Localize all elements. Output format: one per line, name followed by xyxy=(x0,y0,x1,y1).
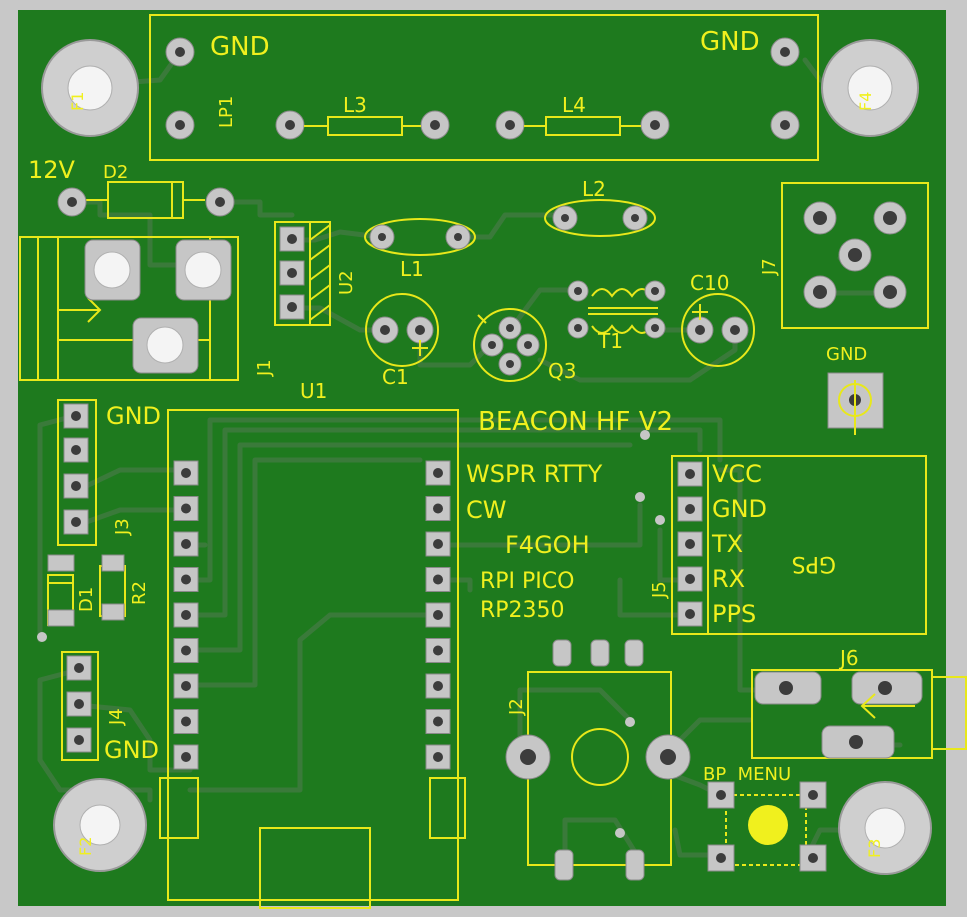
gps-mirrored-label: GPS xyxy=(792,551,836,576)
u1-pin-hole xyxy=(433,716,443,727)
gps-module-outline xyxy=(707,455,927,635)
mounting-hole-top-right: F4 xyxy=(821,39,919,137)
tx-label: TX xyxy=(711,530,743,558)
u1-pin-hole xyxy=(181,681,191,691)
j3-header xyxy=(57,399,97,546)
gnd-testpoint-label: GND xyxy=(826,344,867,365)
bp-menu-label: BP MENU xyxy=(703,764,791,785)
l4-label: L4 xyxy=(562,93,586,117)
mounting-hole-bottom-left: F2 xyxy=(53,778,147,872)
rpi-pico-label: RPI PICO xyxy=(480,569,574,594)
u2-regulator xyxy=(274,221,331,326)
u1-pin-hole xyxy=(181,468,191,478)
t1-label: T1 xyxy=(597,329,623,353)
q3-label: Q3 xyxy=(548,359,576,383)
c10-label: C10 xyxy=(690,271,729,295)
svg-text:F1: F1 xyxy=(68,92,87,111)
d2-label: D2 xyxy=(103,162,128,183)
u1-pin-hole xyxy=(181,539,191,549)
vcc-label: VCC xyxy=(712,460,762,488)
c1-capacitor xyxy=(365,293,439,367)
j1-label: J1 xyxy=(254,359,275,377)
t1-transformer xyxy=(567,280,666,339)
u1-pin-hole xyxy=(433,681,443,691)
u1-pin-hole xyxy=(181,752,191,762)
u1-pin-hole xyxy=(433,468,443,478)
mounting-hole-bottom-right: F3 xyxy=(838,781,932,875)
u1-pin-hole xyxy=(181,610,191,620)
r2-resistor xyxy=(99,554,126,621)
j4-label: J4 xyxy=(106,708,127,726)
l3-label: L3 xyxy=(343,93,367,117)
r2-label: R2 xyxy=(129,581,150,605)
u1-pin-hole xyxy=(433,574,443,585)
wspr-rtty-label: WSPR RTTY xyxy=(466,460,603,488)
u1-pin-hole xyxy=(181,645,191,656)
u1-pin-hole xyxy=(181,574,191,585)
lp1-gnd-left-label: GND xyxy=(210,32,270,62)
u1-pin-hole xyxy=(433,645,443,656)
u1-pin-hole xyxy=(433,752,443,762)
u1-pin-pad xyxy=(425,638,451,663)
j3-label: J3 xyxy=(112,518,133,536)
u1-pin-pad xyxy=(425,744,451,770)
j5-gps-header xyxy=(671,455,709,635)
pps-label: PPS xyxy=(712,600,756,628)
u1-right-pin-row xyxy=(425,460,451,770)
j7-antenna-connector xyxy=(781,182,929,329)
mounting-hole-top-left: F1 xyxy=(41,39,139,137)
u1-pin-hole xyxy=(433,610,443,620)
j4-header xyxy=(61,651,99,761)
u1-left-pin-row xyxy=(173,460,199,770)
vias xyxy=(37,430,665,838)
svg-text:F4: F4 xyxy=(856,92,875,111)
12v-label: 12V xyxy=(28,156,76,184)
l1-label: L1 xyxy=(400,257,424,281)
j6-connector xyxy=(751,669,967,759)
svg-text:F3: F3 xyxy=(865,839,884,858)
rp2350-label: RP2350 xyxy=(480,598,565,623)
u1-pin-pad xyxy=(425,531,451,557)
lp1-filter-outline xyxy=(149,14,819,161)
d1-led xyxy=(47,554,75,627)
menu-pushbutton[interactable] xyxy=(707,781,827,872)
j2-audio-jack xyxy=(505,639,691,881)
rx-label: RX xyxy=(712,565,745,593)
u1-label: U1 xyxy=(300,379,327,403)
j3-gnd-label: GND xyxy=(106,402,161,430)
board-title: BEACON HF V2 xyxy=(478,407,673,437)
d2-diode xyxy=(57,181,235,219)
u1-pico-module xyxy=(159,409,466,909)
d1-label: D1 xyxy=(76,587,97,612)
u1-pin-hole xyxy=(433,503,443,514)
j1-power-jack xyxy=(19,236,239,381)
j4-gnd-label: GND xyxy=(104,736,159,764)
j7-label: J7 xyxy=(759,258,780,276)
l2-inductor xyxy=(544,199,656,237)
svg-text:F2: F2 xyxy=(76,837,95,856)
c10-capacitor xyxy=(681,293,755,367)
q3-transistor xyxy=(473,308,547,382)
j5-label: J5 xyxy=(649,581,670,599)
j2-label: J2 xyxy=(506,698,527,716)
c1-label: C1 xyxy=(382,365,409,389)
lp1-label: LP1 xyxy=(216,96,237,128)
gnd-testpoint xyxy=(827,372,884,435)
cw-label: CW xyxy=(466,496,507,524)
gps-gnd-label: GND xyxy=(712,495,767,523)
l1-inductor xyxy=(364,218,476,256)
l2-label: L2 xyxy=(582,177,606,201)
u1-pin-hole xyxy=(181,503,191,514)
author-callsign: F4GOH xyxy=(505,531,590,559)
u1-pin-hole xyxy=(181,716,191,727)
lp1-gnd-right-label: GND xyxy=(700,27,760,57)
u1-pin-hole xyxy=(433,539,443,549)
u2-label: U2 xyxy=(336,270,357,295)
j6-label: J6 xyxy=(838,646,859,670)
